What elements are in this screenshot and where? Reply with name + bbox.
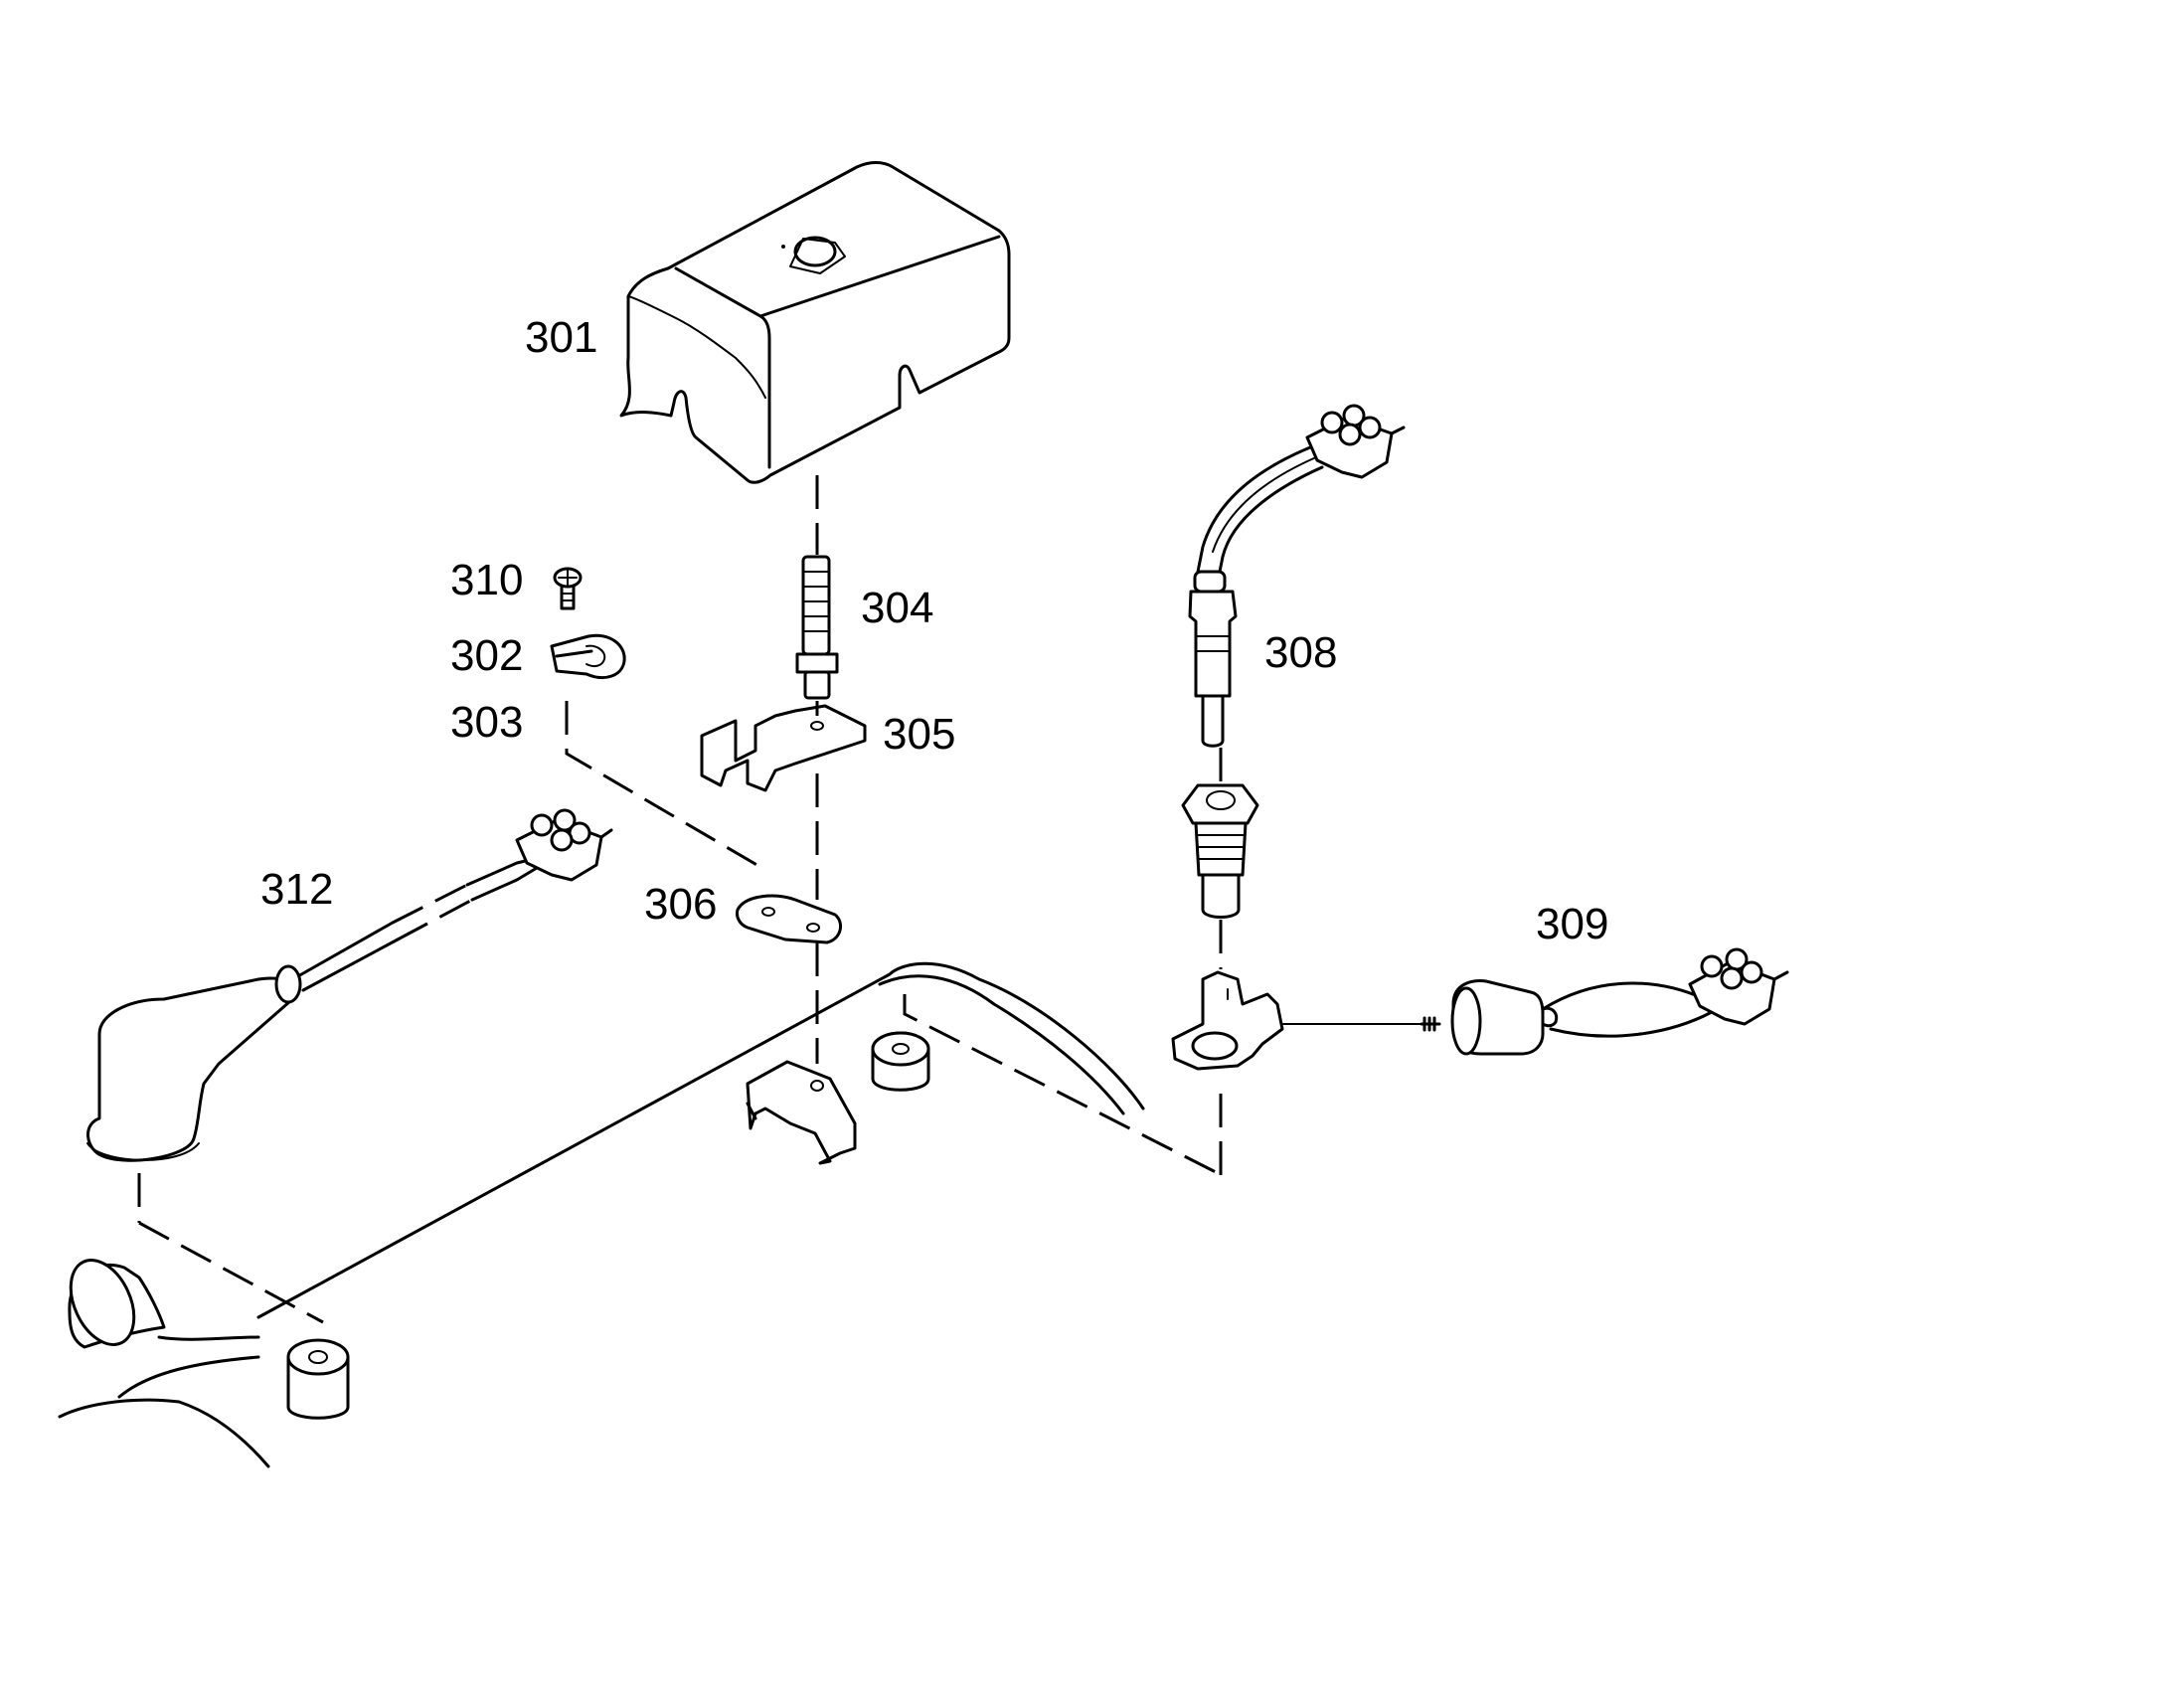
sensor-308	[1171, 404, 1406, 1071]
lower-pipe	[58, 1259, 270, 1468]
clip-302-303	[550, 633, 766, 872]
plate-306	[736, 773, 843, 1064]
bracket-305	[700, 701, 867, 792]
screw-310	[553, 567, 583, 610]
spacer-cylinder-lower	[286, 1338, 350, 1420]
label-302: 302	[450, 631, 524, 680]
spacer-cylinder-upper	[871, 1031, 930, 1092]
stud-304	[795, 475, 839, 700]
harness-312	[86, 808, 613, 1324]
label-312: 312	[260, 865, 334, 914]
switch-309	[1281, 947, 1789, 1056]
label-310: 310	[450, 556, 524, 604]
label-308: 308	[1264, 628, 1338, 677]
cover-box-301	[619, 161, 1011, 484]
frame-lines	[256, 961, 1223, 1319]
label-306: 306	[644, 880, 718, 929]
label-304: 304	[861, 584, 934, 632]
label-301: 301	[525, 313, 598, 362]
label-305: 305	[883, 710, 956, 759]
label-309: 309	[1536, 900, 1609, 948]
base-bracket	[746, 1060, 857, 1165]
label-303: 303	[450, 698, 524, 747]
